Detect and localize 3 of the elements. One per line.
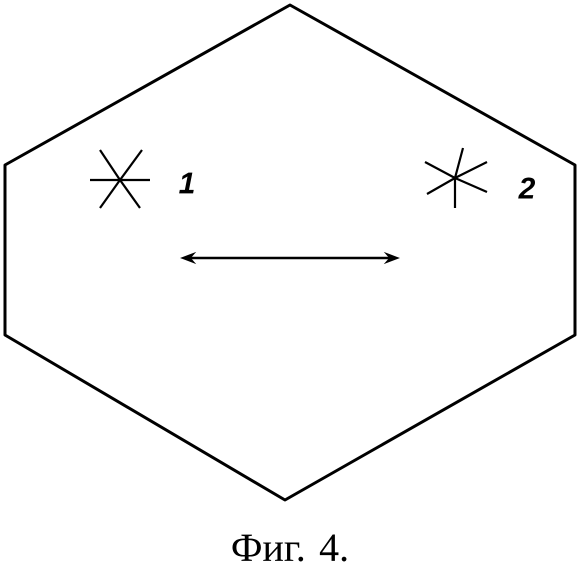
caption: Фиг. 4. xyxy=(232,534,346,562)
point-label: 1 xyxy=(179,172,194,194)
point-label: 2 xyxy=(518,178,536,198)
